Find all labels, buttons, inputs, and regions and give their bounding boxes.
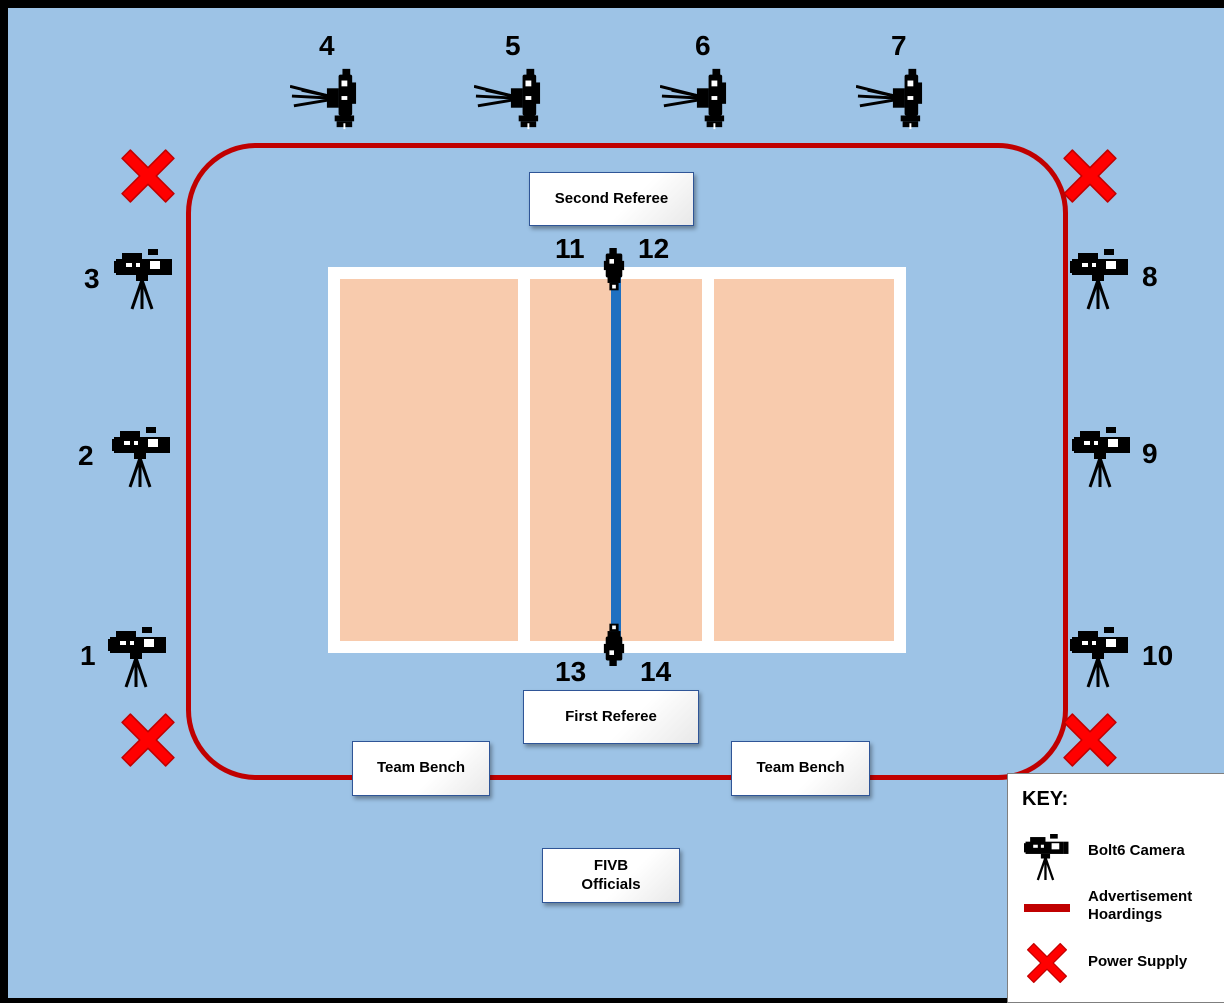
camera-icon	[660, 66, 728, 130]
camera-number-6: 6	[695, 30, 711, 61]
camera-icon	[1070, 625, 1130, 689]
camera-icon	[1070, 247, 1130, 311]
camera-icon	[290, 66, 358, 130]
camera-number-11: 11	[555, 233, 585, 264]
team-bench-right-label: Team Bench	[756, 759, 845, 777]
first-referee-box: First Referee	[523, 690, 699, 744]
key-hoarding-label-line1: Advertisement	[1088, 888, 1193, 905]
camera-number-13: 13	[555, 656, 587, 687]
power-supply-icon	[1062, 712, 1118, 768]
camera-number-4: 4	[319, 30, 335, 61]
camera-number-12: 12	[638, 233, 670, 264]
fivb-officials-label-line2: Officials	[581, 875, 641, 893]
camera-icon	[856, 66, 924, 130]
second-referee-label: Second Referee	[554, 189, 669, 207]
power-supply-icon	[1062, 148, 1118, 204]
net	[611, 272, 621, 642]
camera-number-1: 1	[80, 640, 96, 671]
camera-icon	[600, 248, 628, 294]
team-bench-right-box: Team Bench	[731, 741, 870, 796]
fivb-officials-label-line1: FIVB	[593, 856, 629, 874]
key-hoarding-label-line2: Hoardings	[1088, 906, 1163, 923]
power-supply-icon	[1026, 942, 1068, 984]
camera-number-14: 14	[640, 656, 672, 687]
hoarding-swatch	[1024, 904, 1070, 912]
camera-number-9: 9	[1142, 438, 1158, 469]
first-referee-label: First Referee	[565, 707, 657, 725]
camera-number-3: 3	[84, 263, 100, 294]
second-referee-box: Second Referee	[529, 172, 694, 226]
advertisement-hoardings	[186, 143, 1068, 780]
camera-icon	[600, 620, 628, 666]
team-bench-left-box: Team Bench	[352, 741, 490, 796]
court-back-zone-right	[714, 279, 894, 641]
key-title: KEY:	[1022, 788, 1069, 810]
camera-icon	[1024, 832, 1070, 882]
legend-key: KEY: Bolt6 Camera Advertisement Hoarding…	[1007, 773, 1224, 1003]
key-camera-label: Bolt6 Camera	[1088, 842, 1185, 859]
court-back-zone-left	[340, 279, 518, 641]
camera-number-2: 2	[78, 440, 94, 471]
fivb-officials-box: FIVB Officials	[542, 848, 680, 903]
camera-icon	[1072, 425, 1132, 489]
camera-number-7: 7	[891, 30, 907, 61]
power-supply-icon	[120, 148, 176, 204]
camera-icon	[474, 66, 542, 130]
power-supply-icon	[120, 712, 176, 768]
camera-icon	[114, 247, 174, 311]
camera-number-10: 10	[1142, 640, 1174, 671]
camera-icon	[108, 625, 168, 689]
camera-number-8: 8	[1142, 261, 1158, 292]
team-bench-left-label: Team Bench	[376, 759, 466, 777]
camera-icon	[112, 425, 172, 489]
key-power-label: Power Supply	[1088, 953, 1188, 970]
camera-number-5: 5	[505, 30, 521, 61]
